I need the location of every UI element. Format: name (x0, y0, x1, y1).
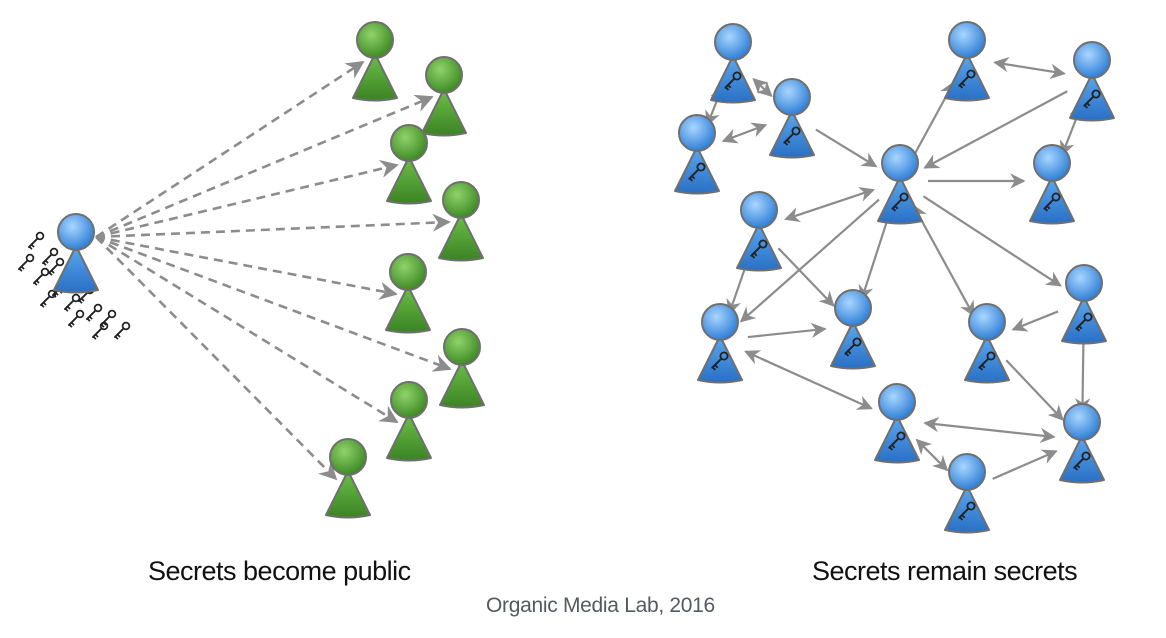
network-arrow (721, 122, 768, 144)
network-arrow (992, 449, 1058, 480)
key-icon (64, 293, 81, 312)
key-icon (48, 257, 65, 276)
network-arrow (1011, 310, 1059, 332)
network-arrow (915, 438, 949, 472)
receiver-person-icon (325, 438, 371, 519)
network-arrow (777, 247, 835, 307)
peer-person-icon (1069, 41, 1115, 122)
peer-person-icon (1059, 403, 1105, 484)
key-icon (100, 309, 117, 328)
peer-person-icon (944, 21, 990, 102)
broadcast-arrow (95, 213, 451, 239)
key-icon (1073, 451, 1091, 471)
key-icon (18, 253, 35, 272)
network-arrow (752, 78, 773, 97)
peer-person-icon (874, 383, 920, 464)
network-arrow (815, 128, 878, 168)
key-icon (688, 162, 706, 182)
network-arrow (747, 322, 827, 339)
peer-person-icon (944, 453, 990, 534)
key-icon (1083, 89, 1101, 109)
key-icon (1043, 192, 1061, 212)
broadcast-arrow (95, 236, 338, 481)
people-nodes (53, 21, 1115, 534)
receiver-person-icon (352, 21, 398, 102)
peer-person-icon (877, 144, 923, 225)
key-icon (724, 71, 742, 91)
network-arrow (912, 204, 975, 317)
peer-person-icon (697, 303, 743, 384)
broadcast-arrow (95, 159, 399, 239)
key-icon (86, 303, 103, 322)
key-icon (958, 501, 976, 521)
network-arrow (922, 195, 1062, 287)
peer-person-icon (53, 213, 99, 294)
key-icon (750, 239, 768, 259)
broadcast-arrow (95, 235, 452, 372)
network-arrow (923, 416, 1056, 444)
receiver-person-icon (386, 381, 432, 462)
network-arrow (993, 57, 1066, 79)
key-icon (92, 321, 109, 340)
receiver-person-icon (385, 253, 431, 334)
key-icon (28, 231, 45, 250)
key-icon (1075, 312, 1093, 332)
broadcast-arrows (95, 60, 452, 481)
key-icon (114, 321, 131, 340)
peer-person-icon (1061, 264, 1107, 345)
key-icon (783, 126, 801, 146)
peer-person-icon (964, 303, 1010, 384)
key-icon (958, 69, 976, 89)
key-icon (42, 247, 59, 266)
peer-person-icon (769, 78, 815, 159)
caption-secrets-become-public: Secrets become public (148, 556, 411, 586)
credit-text: Organic Media Lab, 2016 (486, 594, 715, 617)
key-icon (891, 192, 909, 212)
broadcast-arrow (95, 94, 434, 239)
key-icon (40, 289, 57, 308)
peer-person-icon (710, 23, 756, 104)
network-arrow (739, 198, 880, 323)
key-icon (68, 309, 85, 328)
key-icon (711, 351, 729, 371)
receiver-person-icon (438, 181, 484, 262)
key-icon (844, 337, 862, 357)
receiver-person-icon (421, 56, 467, 137)
key-icon (978, 351, 996, 371)
network-arrow (744, 350, 873, 410)
key-icon (33, 267, 50, 286)
peer-person-icon (830, 289, 876, 370)
peer-person-icon (674, 114, 720, 195)
peer-person-icon (1029, 144, 1075, 225)
key-icon (888, 431, 906, 451)
receiver-person-icon (439, 328, 485, 409)
network-arrow (1005, 359, 1064, 421)
network-arrow (923, 90, 1068, 169)
network-arrow (784, 186, 875, 223)
broadcast-arrow (95, 60, 365, 239)
receiver-person-icon (386, 124, 432, 205)
broadcast-arrow (95, 235, 398, 300)
peer-person-icon (736, 191, 782, 272)
caption-secrets-remain-secrets: Secrets remain secrets (812, 556, 1078, 586)
